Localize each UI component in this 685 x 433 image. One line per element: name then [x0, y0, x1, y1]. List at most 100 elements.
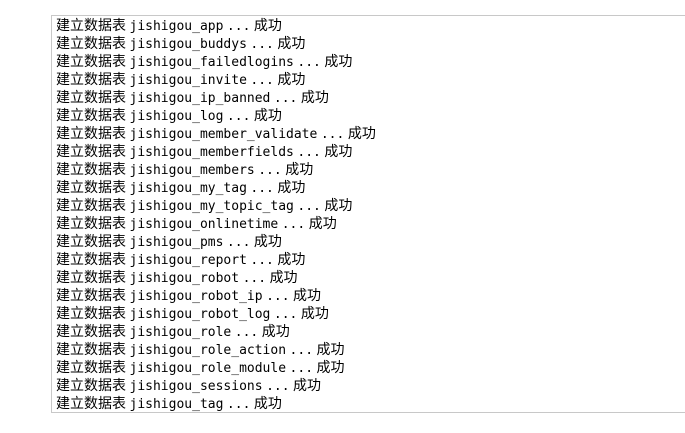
log-action-label: 建立数据表: [56, 252, 126, 268]
log-table-name: jishigou_memberfields: [129, 145, 294, 160]
log-separator: ...: [266, 289, 290, 304]
log-status-label: 成功: [293, 288, 322, 304]
log-separator: ...: [281, 217, 306, 232]
log-line: 建立数据表 jishigou_ip_banned ... 成功: [56, 89, 376, 107]
log-line: 建立数据表 jishigou_my_tag ... 成功: [56, 179, 376, 197]
log-separator: ...: [242, 271, 267, 286]
log-status-label: 成功: [324, 144, 353, 160]
log-status-label: 成功: [277, 72, 306, 88]
log-line: 建立数据表 jishigou_role ... 成功: [56, 323, 376, 341]
log-status-label: 成功: [277, 180, 306, 196]
log-status-label: 成功: [253, 234, 282, 250]
log-status-label: 成功: [285, 162, 314, 178]
log-line: 建立数据表 jishigou_onlinetime ... 成功: [56, 215, 376, 233]
log-status-label: 成功: [316, 342, 345, 358]
log-table-name: jishigou_sessions: [129, 379, 263, 394]
log-separator: ...: [258, 163, 282, 178]
log-line: 建立数据表 jishigou_robot_log ... 成功: [56, 305, 376, 323]
log-status-label: 成功: [261, 324, 290, 340]
log-separator: ...: [320, 127, 345, 142]
log-separator: ...: [297, 55, 321, 70]
log-status-label: 成功: [324, 198, 353, 214]
log-separator: ...: [266, 379, 290, 394]
log-status-label: 成功: [300, 306, 329, 322]
log-table-name: jishigou_failedlogins: [129, 55, 294, 70]
log-table-name: jishigou_buddys: [129, 37, 247, 52]
log-action-label: 建立数据表: [56, 288, 126, 304]
log-action-label: 建立数据表: [56, 36, 126, 52]
log-table-name: jishigou_report: [129, 253, 247, 268]
log-table-name: jishigou_ip_banned: [129, 91, 271, 106]
log-action-label: 建立数据表: [56, 342, 126, 358]
log-line: 建立数据表 jishigou_member_validate ... 成功: [56, 125, 376, 143]
log-status-label: 成功: [316, 360, 345, 376]
log-status-label: 成功: [277, 252, 306, 268]
log-action-label: 建立数据表: [56, 180, 126, 196]
log-table-name: jishigou_robot: [129, 271, 240, 286]
log-status-label: 成功: [253, 18, 282, 34]
log-table-name: jishigou_members: [129, 163, 255, 178]
log-separator: ...: [226, 235, 251, 250]
log-table-name: jishigou_member_validate: [129, 127, 318, 142]
install-log-list: 建立数据表 jishigou_app ... 成功建立数据表 jishigou_…: [56, 17, 376, 412]
log-table-name: jishigou_role_action: [129, 343, 287, 358]
log-status-label: 成功: [253, 108, 282, 124]
install-log-panel[interactable]: 建立数据表 jishigou_app ... 成功建立数据表 jishigou_…: [51, 15, 685, 413]
log-status-label: 成功: [324, 54, 353, 70]
log-action-label: 建立数据表: [56, 162, 126, 178]
log-action-label: 建立数据表: [56, 378, 126, 394]
log-line: 建立数据表 jishigou_app ... 成功: [56, 17, 376, 35]
log-table-name: jishigou_invite: [129, 73, 247, 88]
log-action-label: 建立数据表: [56, 396, 126, 412]
log-separator: ...: [289, 361, 314, 376]
log-action-label: 建立数据表: [56, 360, 126, 376]
log-line: 建立数据表 jishigou_invite ... 成功: [56, 71, 376, 89]
log-table-name: jishigou_role_module: [129, 361, 287, 376]
log-separator: ...: [234, 325, 259, 340]
log-separator: ...: [273, 307, 298, 322]
log-table-name: jishigou_my_tag: [129, 181, 247, 196]
log-status-label: 成功: [277, 36, 306, 52]
log-action-label: 建立数据表: [56, 54, 126, 70]
log-table-name: jishigou_app: [129, 19, 224, 34]
log-action-label: 建立数据表: [56, 108, 126, 124]
log-line: 建立数据表 jishigou_log ... 成功: [56, 107, 376, 125]
log-action-label: 建立数据表: [56, 18, 126, 34]
log-table-name: jishigou_pms: [129, 235, 224, 250]
log-separator: ...: [226, 19, 251, 34]
log-table-name: jishigou_tag: [129, 397, 224, 412]
log-separator: ...: [297, 199, 321, 214]
log-action-label: 建立数据表: [56, 198, 126, 214]
log-separator: ...: [289, 343, 314, 358]
log-status-label: 成功: [269, 270, 298, 286]
log-line: 建立数据表 jishigou_failedlogins ... 成功: [56, 53, 376, 71]
log-table-name: jishigou_onlinetime: [129, 217, 279, 232]
log-status-label: 成功: [300, 90, 329, 106]
log-line: 建立数据表 jishigou_robot_ip ... 成功: [56, 287, 376, 305]
log-line: 建立数据表 jishigou_robot ... 成功: [56, 269, 376, 287]
log-line: 建立数据表 jishigou_memberfields ... 成功: [56, 143, 376, 161]
log-line: 建立数据表 jishigou_role_module ... 成功: [56, 359, 376, 377]
log-action-label: 建立数据表: [56, 306, 126, 322]
log-line: 建立数据表 jishigou_my_topic_tag ... 成功: [56, 197, 376, 215]
log-table-name: jishigou_my_topic_tag: [129, 199, 294, 214]
log-status-label: 成功: [293, 378, 322, 394]
log-separator: ...: [226, 109, 251, 124]
log-line: 建立数据表 jishigou_buddys ... 成功: [56, 35, 376, 53]
log-table-name: jishigou_robot_log: [129, 307, 271, 322]
log-action-label: 建立数据表: [56, 270, 126, 286]
log-action-label: 建立数据表: [56, 324, 126, 340]
log-status-label: 成功: [308, 216, 337, 232]
log-separator: ...: [250, 73, 274, 88]
log-line: 建立数据表 jishigou_tag ... 成功: [56, 395, 376, 412]
log-separator: ...: [250, 253, 274, 268]
log-table-name: jishigou_log: [129, 109, 224, 124]
log-action-label: 建立数据表: [56, 234, 126, 250]
log-line: 建立数据表 jishigou_report ... 成功: [56, 251, 376, 269]
log-line: 建立数据表 jishigou_role_action ... 成功: [56, 341, 376, 359]
log-action-label: 建立数据表: [56, 144, 126, 160]
log-status-label: 成功: [347, 126, 376, 142]
log-action-label: 建立数据表: [56, 126, 126, 142]
log-table-name: jishigou_role: [129, 325, 232, 340]
log-line: 建立数据表 jishigou_members ... 成功: [56, 161, 376, 179]
